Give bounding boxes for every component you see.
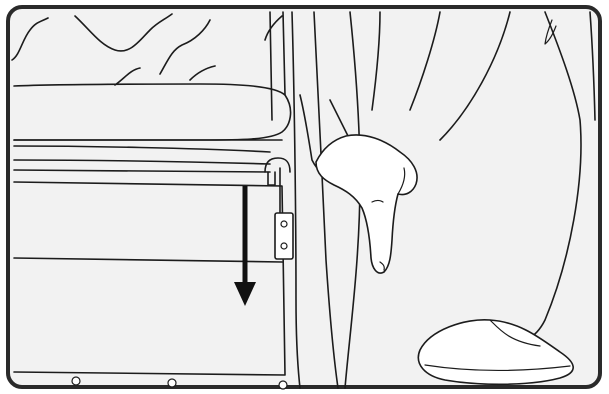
assembly-illustration [0,0,609,394]
